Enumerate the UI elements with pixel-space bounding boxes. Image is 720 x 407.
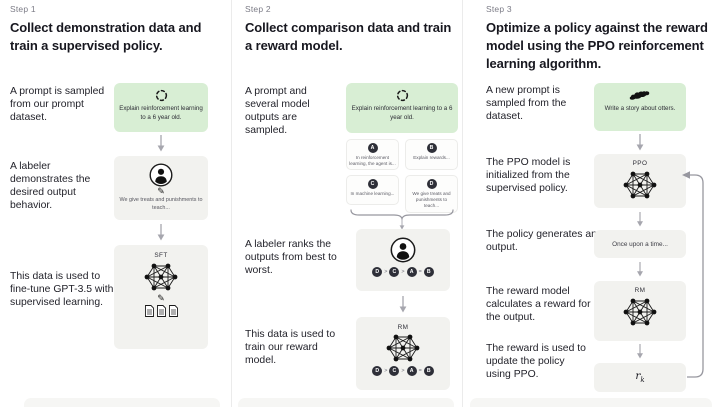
policy-output-box: Once upon a time... — [594, 230, 686, 258]
prompt-box: Explain reinforcement learning to a 6 ye… — [114, 83, 208, 132]
letter-badge: D — [426, 179, 437, 189]
rank-separator: > — [384, 368, 388, 374]
column-divider — [231, 0, 232, 407]
rank-separator: > — [384, 269, 388, 275]
rank-letter: B — [423, 267, 434, 277]
step-3-note-ppo: The PPO model is initialized from the su… — [486, 157, 571, 195]
output-chip-d: D We give treats and punishments to teac… — [405, 175, 458, 213]
column-divider — [462, 0, 463, 407]
step-2-note-prompt: A prompt and several model outputs are s… — [245, 86, 310, 137]
step-3-note-reward: The reward model calculates a reward for… — [486, 286, 591, 324]
letter-badge: C — [367, 179, 378, 189]
ranking-row: D > C > A = B — [372, 366, 434, 376]
bottom-card-edge — [238, 398, 454, 407]
letter-badge: B — [426, 143, 437, 153]
step-2-note-train: This data is used to train our reward mo… — [245, 329, 336, 367]
step-3-note-output: The policy generates an output. — [486, 229, 597, 254]
step-1-label: Step 1 — [10, 4, 36, 14]
sft-box: SFT ✎ — [114, 245, 208, 349]
bottom-card-edge — [470, 398, 712, 407]
sampling-icon — [155, 89, 167, 102]
neural-network-icon — [386, 334, 420, 362]
step-1-heading: Collect demonstration data and train a s… — [10, 20, 202, 53]
step-2-label: Step 2 — [245, 4, 271, 14]
arrow-down-icon — [156, 224, 166, 241]
neural-network-icon — [623, 171, 657, 199]
labeler-demo-caption: We give treats and punishments to teach.… — [119, 197, 203, 211]
step-1-note-labeler: A labeler demonstrates the desired outpu… — [10, 161, 91, 212]
rm-box: RM — [594, 281, 686, 341]
rank-letter: D — [372, 366, 383, 376]
reward-symbol: rk — [635, 370, 645, 385]
labeler-person-icon — [390, 237, 416, 263]
bottom-card-edge — [24, 398, 220, 407]
ranking-row: D > C > A = B — [372, 267, 434, 277]
step-2-heading: Collect comparison data and train a rewa… — [245, 20, 452, 53]
step-3-heading: Optimize a policy against the reward mod… — [486, 20, 708, 71]
output-text: We give treats and punishments to teach.… — [412, 191, 451, 209]
ppo-label: PPO — [632, 160, 648, 167]
pencil-icon: ✎ — [157, 293, 165, 303]
letter-badge: A — [367, 143, 378, 153]
pencil-icon: ✎ — [157, 186, 165, 196]
otter-icon — [629, 91, 650, 100]
prompt-box: Explain reinforcement learning to a 6 ye… — [346, 83, 458, 133]
labeler-person-icon — [149, 163, 173, 187]
output-chip-a: A In reinforcement learning, the agent i… — [346, 139, 399, 171]
arrow-down-icon — [636, 212, 644, 227]
step-3-note-prompt: A new prompt is sampled from the dataset… — [486, 85, 567, 123]
rank-separator: > — [401, 269, 405, 275]
output-text: Explain rewards... — [413, 155, 450, 160]
arrow-down-icon — [398, 296, 408, 313]
reward-value-box: rk — [594, 363, 686, 392]
output-chip-b: B Explain rewards... — [405, 139, 458, 170]
labeler-rank-box: D > C > A = B — [356, 229, 450, 291]
sampling-icon — [396, 89, 408, 102]
rank-letter: B — [423, 366, 434, 376]
prompt-text: Explain reinforcement learning to a 6 ye… — [119, 105, 203, 121]
sft-label: SFT — [154, 252, 168, 259]
arrow-down-icon — [156, 135, 166, 152]
arrow-down-icon — [635, 134, 645, 151]
step-2-note-rank: A labeler ranks the outputs from best to… — [245, 239, 337, 277]
prompt-box: Write a story about otters. — [594, 83, 686, 131]
step-1-note-prompt: A prompt is sampled from our prompt data… — [10, 86, 105, 124]
labeler-demo-box: ✎ We give treats and punishments to teac… — [114, 156, 208, 220]
rm-label: RM — [397, 324, 409, 331]
step-1-note-finetune: This data is used to fine-tune GPT-3.5 w… — [10, 271, 114, 309]
output-text: In reinforcement learning, the agent is.… — [349, 155, 396, 167]
loop-arrow-icon — [682, 171, 704, 378]
rank-letter: D — [372, 267, 383, 277]
rank-letter: C — [389, 366, 400, 376]
prompt-text: Explain reinforcement learning to a 6 ye… — [351, 105, 453, 121]
output-chip-c: C In machine learning... — [346, 175, 399, 205]
rank-separator: = — [418, 368, 422, 374]
arrow-down-icon — [636, 344, 644, 359]
rm-box: RM D > C > A = B — [356, 317, 450, 390]
step-3-label: Step 3 — [486, 4, 512, 14]
prompt-text: Write a story about otters. — [604, 105, 676, 112]
ppo-box: PPO — [594, 154, 686, 208]
rank-letter: A — [406, 366, 417, 376]
step-3-note-update: The reward is used to update the policy … — [486, 343, 586, 381]
rank-separator: = — [418, 269, 422, 275]
neural-network-icon — [623, 298, 657, 326]
rm-label: RM — [634, 287, 646, 294]
arrow-down-icon — [636, 262, 644, 277]
rank-letter: A — [406, 267, 417, 277]
rank-separator: > — [401, 368, 405, 374]
output-text: In machine learning... — [350, 191, 395, 196]
neural-network-icon — [144, 263, 178, 291]
rank-letter: C — [389, 267, 400, 277]
policy-output-text: Once upon a time... — [612, 240, 668, 248]
documents-icon — [144, 305, 178, 317]
